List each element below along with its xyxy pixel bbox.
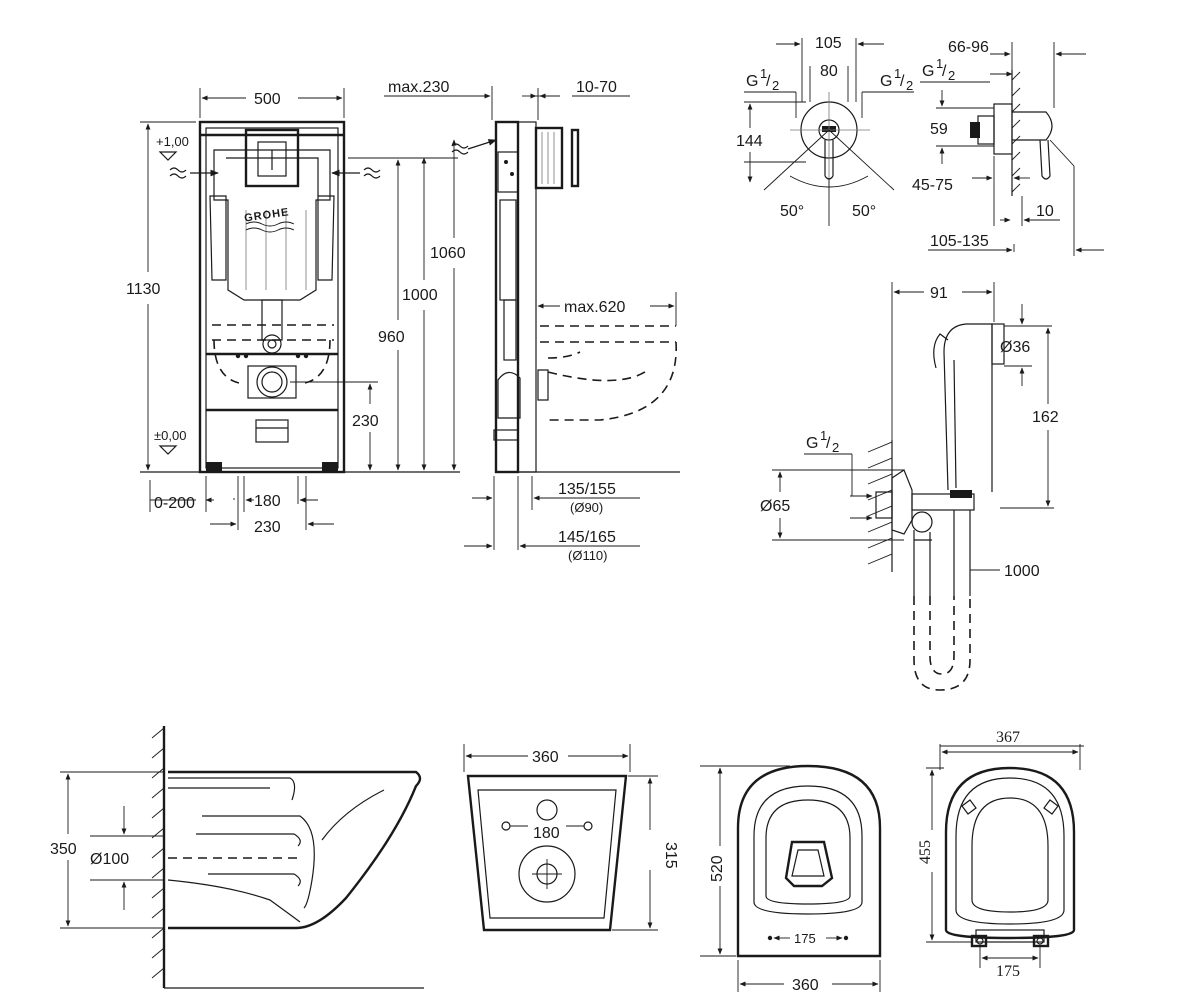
dim-height-960: 960 — [378, 329, 405, 346]
dim-80: 80 — [820, 63, 838, 80]
top-level-label: +1,00 — [156, 134, 189, 149]
dim-width-230: 230 — [254, 519, 281, 536]
dim-width-500: 500 — [254, 91, 281, 108]
svg-text:1: 1 — [820, 428, 827, 443]
svg-text:1: 1 — [894, 66, 901, 81]
dim-144: 144 — [736, 133, 763, 150]
dim-455: 455 — [917, 840, 934, 864]
svg-text:2: 2 — [832, 440, 839, 455]
dim-10-70: 10-70 — [576, 79, 617, 96]
dim-d100: Ø100 — [90, 851, 129, 868]
dim-135-155: 135/155 — [558, 481, 616, 498]
bowl-side-view: 350 Ø100 — [50, 726, 424, 989]
thread-label-shower: G 1 / 2 — [806, 428, 839, 455]
floor-level-label: ±0,00 — [154, 428, 186, 443]
dim-520: 520 — [709, 855, 726, 882]
svg-text:1: 1 — [936, 56, 943, 71]
dim-91: 91 — [930, 285, 948, 302]
dim-seat-175: 175 — [996, 963, 1020, 980]
dim-105-135: 105-135 — [930, 233, 989, 250]
angle-right: 50° — [852, 203, 876, 220]
dim-45-75: 45-75 — [912, 177, 953, 194]
dim-105: 105 — [815, 35, 842, 52]
dim-max-230: max.230 — [388, 79, 449, 96]
dim-back-360: 360 — [532, 749, 559, 766]
dim-350: 350 — [50, 841, 77, 858]
mixer-side-view: 66-96 G 1 / 2 59 45-75 10 105-135 — [912, 39, 1104, 256]
dim-width-180: 180 — [254, 493, 281, 510]
bowl-top-view: 175 520 360 — [700, 764, 882, 994]
frame-side-view: max.230 10-70 max.620 135/155 (Ø90) 145/… — [384, 79, 680, 563]
dim-height-1060: 1060 — [430, 245, 466, 262]
svg-text:G: G — [746, 73, 758, 90]
dim-10: 10 — [1036, 203, 1054, 220]
dim-top-360: 360 — [792, 977, 819, 994]
dim-height-1130: 1130 — [126, 281, 161, 298]
dim-hose-1000: 1000 — [1004, 563, 1040, 580]
dim-height-1000: 1000 — [402, 287, 438, 304]
dim-145-165: 145/165 — [558, 529, 616, 546]
dim-back-180: 180 — [533, 825, 560, 842]
dim-135-155-sub: (Ø90) — [570, 500, 603, 515]
dim-162: 162 — [1032, 409, 1059, 426]
dim-d36: Ø36 — [1000, 339, 1030, 356]
svg-text:G: G — [922, 63, 934, 80]
dim-145-165-sub: (Ø110) — [568, 548, 608, 563]
bowl-back-view: 360 315 180 — [463, 744, 679, 932]
svg-text:G: G — [880, 73, 892, 90]
svg-text:/: / — [942, 63, 947, 80]
svg-text:2: 2 — [948, 68, 955, 83]
svg-text:/: / — [900, 73, 905, 90]
dim-d65: Ø65 — [760, 498, 790, 515]
dim-66-96: 66-96 — [948, 39, 989, 56]
mixer-front-view: 105 80 G 1 / 2 G 1 / 2 144 50° 50° — [736, 35, 914, 226]
svg-text:G: G — [806, 435, 818, 452]
thread-label-left: G 1 / 2 — [746, 66, 779, 93]
angle-left: 50° — [780, 203, 804, 220]
svg-text:/: / — [766, 73, 771, 90]
hand-shower-view: 91 Ø36 162 G 1 / 2 Ø65 1000 — [760, 282, 1059, 691]
svg-text:2: 2 — [772, 78, 779, 93]
dim-59: 59 — [930, 121, 948, 138]
svg-text:1: 1 — [760, 66, 767, 81]
dim-offset-0-200: 0-200 — [154, 495, 195, 512]
svg-text:/: / — [826, 435, 831, 452]
dim-max-620: max.620 — [564, 299, 625, 316]
thread-label-side: G 1 / 2 — [922, 56, 955, 83]
svg-text:2: 2 — [906, 78, 913, 93]
dim-315: 315 — [662, 842, 679, 869]
frame-front-view: GROHE +1,00 — [126, 88, 466, 536]
dim-height-230: 230 — [352, 413, 379, 430]
dim-top-175: 175 — [794, 931, 816, 946]
seat-top-view: 367 455 175 — [917, 729, 1084, 980]
thread-label-right: G 1 / 2 — [880, 66, 913, 93]
dim-367: 367 — [996, 729, 1020, 746]
